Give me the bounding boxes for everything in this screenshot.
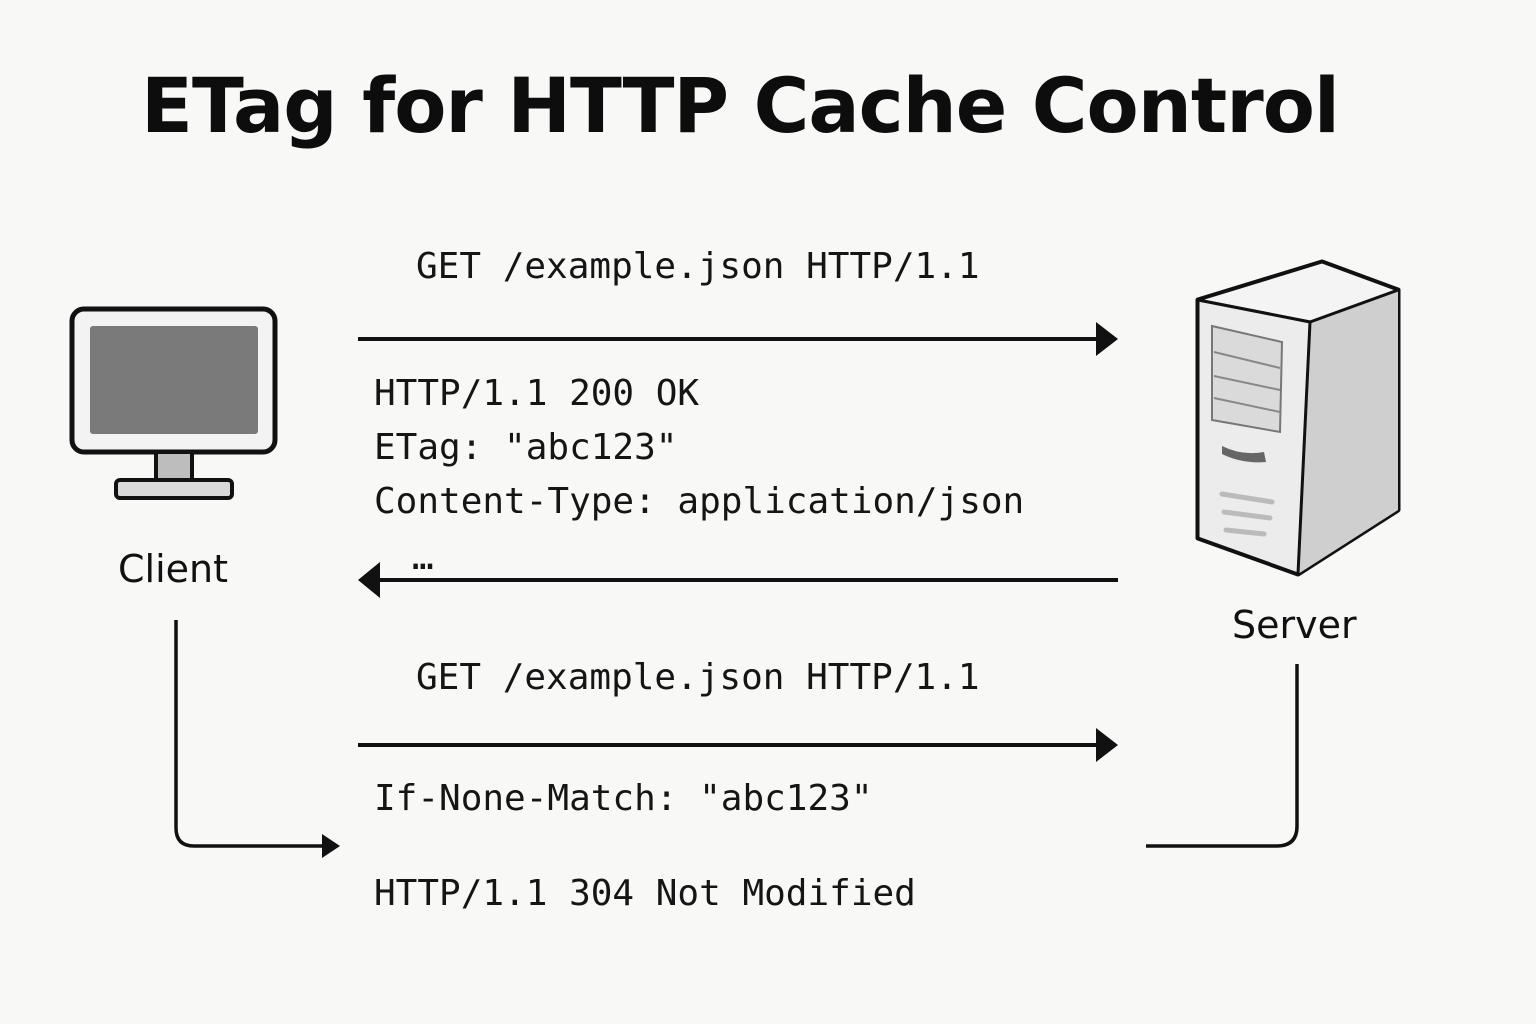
server-tower-icon [1195, 259, 1401, 577]
response-status-line-1: HTTP/1.1 200 OK [374, 373, 700, 414]
response-ellipsis: … [412, 537, 434, 578]
diagram-title: ETag for HTTP Cache Control [141, 61, 1340, 150]
client-label: Client [118, 547, 229, 591]
server-label: Server [1232, 603, 1357, 647]
response-etag-header: ETag: "abc123" [374, 427, 678, 468]
request-line-2: GET /example.json HTTP/1.1 [416, 657, 980, 698]
request-line-1: GET /example.json HTTP/1.1 [416, 246, 980, 287]
response-content-type-header: Content-Type: application/json [374, 481, 1025, 522]
client-connector [174, 620, 330, 848]
monitor-icon [69, 306, 278, 500]
response-status-line-2: HTTP/1.1 304 Not Modified [374, 873, 916, 914]
if-none-match-header: If-None-Match: "abc123" [374, 778, 873, 819]
server-connector [1146, 664, 1299, 848]
